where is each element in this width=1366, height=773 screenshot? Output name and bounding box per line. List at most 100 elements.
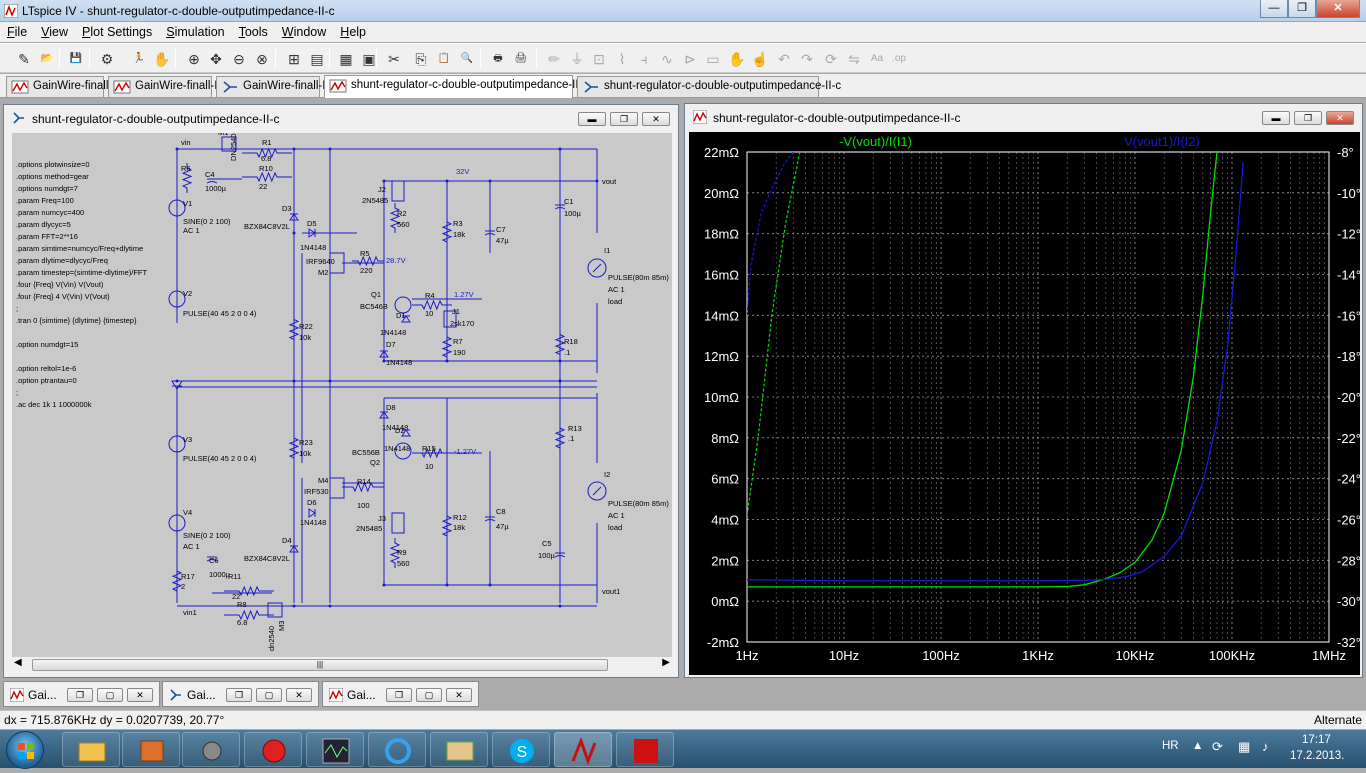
spice-directive-line[interactable]: .four {Freq} 4 V(Vin) V(Vout) [16, 292, 110, 301]
spice-directive-line[interactable]: .tran 0 {simtime} {dlytime} {timestep} [16, 316, 137, 325]
scroll-right-arrow-icon[interactable]: ▶ [662, 657, 670, 668]
minimized-window-1[interactable]: Gai...❐▢✕ [162, 681, 319, 707]
minimized-close-button[interactable]: ✕ [127, 688, 153, 702]
zoom-fit-icon[interactable]: ⊗ [256, 51, 268, 67]
minimized-close-button[interactable]: ✕ [286, 688, 312, 702]
doc-tab-3[interactable]: shunt-regulator-c-double-outputimpedance… [324, 75, 588, 98]
draw-wire-icon[interactable]: ✏ [548, 51, 560, 67]
spice-directive-line[interactable]: .option numdgt=15 [16, 340, 79, 349]
taskbar-app-3[interactable] [182, 732, 240, 767]
close-button[interactable]: ✕ [1316, 0, 1360, 18]
waveform-window[interactable]: shunt-regulator-c-double-outputimpedance… [684, 103, 1363, 678]
doc-tab-4[interactable]: shunt-regulator-c-double-outputimpedance… [577, 76, 841, 97]
spice-directive-line[interactable]: .param numcyc=400 [16, 208, 85, 217]
minimized-window-2[interactable]: Gai...❐▢✕ [322, 681, 479, 707]
clock-time[interactable]: 17:17 [1302, 734, 1331, 746]
cut-icon[interactable]: ✂ [388, 51, 400, 67]
menu-view[interactable]: View [41, 25, 69, 39]
undo-icon[interactable]: ↶ [778, 51, 790, 67]
schematic-canvas[interactable]: .options plotwinsize=0 .options method=ge… [12, 133, 672, 657]
close-all-icon[interactable]: ▣ [362, 51, 376, 67]
menu-help[interactable]: Help [340, 25, 366, 39]
capacitor-icon[interactable]: ⫞ [640, 51, 648, 67]
tray-sync-icon[interactable]: ⟳ [1212, 739, 1223, 754]
control-panel-icon[interactable]: ⚙ [100, 51, 114, 67]
spice-directive-line[interactable]: .option ptrantau=0 [16, 376, 77, 385]
minimized-maximize-button[interactable]: ▢ [416, 688, 442, 702]
waveform-minimize-button[interactable]: ▬ [1262, 111, 1290, 125]
open-icon[interactable]: 📂 [40, 53, 54, 64]
taskbar-skype[interactable]: S [492, 732, 550, 767]
spice-directive-icon[interactable]: .op [892, 53, 906, 64]
spice-directive-line[interactable]: .four {Freq} V(Vin) V(Vout) [16, 280, 104, 289]
spice-directive-line[interactable]: .param dlytime=dlycyc/Freq [16, 256, 108, 265]
ground-icon[interactable]: ⏚ [570, 51, 584, 67]
schematic-window-titlebar[interactable]: shunt-regulator-c-double-outputimpedance… [4, 105, 678, 131]
cascade-icon[interactable]: ▦ [339, 51, 353, 67]
waveform-restore-button[interactable]: ❐ [1294, 111, 1322, 125]
drag-icon[interactable]: ☝ [751, 51, 769, 67]
schematic-horizontal-scrollbar[interactable]: ◀ ||| ▶ [12, 657, 672, 673]
paste-icon[interactable]: 📋 [437, 53, 451, 64]
print-icon[interactable]: 🖨 [514, 53, 528, 64]
menu-tools[interactable]: Tools [238, 25, 268, 39]
tray-volume-icon[interactable]: ♪ [1262, 739, 1269, 754]
label-icon[interactable]: ⊡ [593, 51, 605, 67]
spice-directive-line[interactable]: ; [16, 388, 19, 397]
minimize-button[interactable]: — [1260, 0, 1288, 18]
minimized-restore-button[interactable]: ❐ [226, 688, 252, 702]
minimized-restore-button[interactable]: ❐ [386, 688, 412, 702]
maximize-button[interactable]: ❐ [1288, 0, 1316, 18]
spice-directive-line[interactable]: .options numdgt=7 [16, 184, 78, 193]
minimized-maximize-button[interactable]: ▢ [97, 688, 123, 702]
diode-icon[interactable]: ⊳ [684, 51, 696, 67]
run-icon[interactable]: 🏃 [132, 53, 146, 64]
zoom-in-icon[interactable]: ⊕ [188, 51, 200, 67]
doc-tab-1[interactable]: GainWire-finall-I [108, 76, 217, 97]
zoom-out-icon[interactable]: ⊖ [233, 51, 245, 67]
halt-icon[interactable]: ✋ [153, 51, 171, 67]
minimized-close-button[interactable]: ✕ [446, 688, 472, 702]
scroll-left-arrow-icon[interactable]: ◀ [14, 657, 22, 668]
spice-directive-line[interactable]: .options plotwinsize=0 [16, 160, 90, 169]
component-icon[interactable]: ▭ [706, 51, 720, 67]
save-icon[interactable]: 💾 [69, 53, 83, 64]
spice-directive-line[interactable]: .options method=gear [16, 172, 89, 181]
spice-directive-line[interactable]: .param simtime=numcyc/Freq+dlytime [16, 244, 144, 253]
autorange-icon[interactable]: ⊞ [288, 51, 300, 67]
doc-tab-0[interactable]: GainWire-finall [6, 76, 108, 97]
language-indicator[interactable]: HR [1162, 740, 1179, 752]
move-icon[interactable]: ✋ [728, 51, 746, 67]
print-setup-icon[interactable]: 🖶 [493, 53, 503, 64]
minimized-maximize-button[interactable]: ▢ [256, 688, 282, 702]
find-icon[interactable]: 🔍 [460, 53, 474, 64]
copy-icon[interactable]: ⎘ [415, 51, 427, 67]
new-schematic-icon[interactable]: ✎ [18, 51, 30, 67]
schematic-minimize-button[interactable]: ▬ [578, 112, 606, 126]
waveform-window-titlebar[interactable]: shunt-regulator-c-double-outputimpedance… [685, 104, 1362, 130]
taskbar-explorer[interactable] [62, 732, 120, 767]
spice-directive-line[interactable]: .ac dec 1k 1 1000000k [16, 400, 92, 409]
spice-directive-line[interactable]: .param Freq=100 [16, 196, 74, 205]
taskbar-ie[interactable] [368, 732, 426, 767]
taskbar-ltspice[interactable] [554, 732, 612, 767]
taskbar-oscilloscope[interactable] [306, 732, 364, 767]
scrollbar-thumb[interactable]: ||| [32, 659, 608, 671]
minimized-window-0[interactable]: Gai...❐▢✕ [3, 681, 160, 707]
doc-tab-2[interactable]: GainWire-finall-I [216, 76, 325, 97]
schematic-restore-button[interactable]: ❐ [610, 112, 638, 126]
menu-file[interactable]: File [7, 25, 28, 39]
text-icon[interactable]: Aa [870, 53, 884, 64]
pan-icon[interactable]: ✥ [210, 51, 222, 67]
waveform-close-button[interactable]: ✕ [1326, 111, 1354, 125]
menu-window[interactable]: Window [281, 25, 327, 39]
spice-directive-line[interactable]: .param dlycyc=5 [16, 220, 71, 229]
mirror-icon[interactable]: ⇋ [848, 51, 860, 67]
spice-directive-line[interactable]: .param FFT=2**16 [16, 232, 78, 241]
start-button[interactable] [6, 731, 44, 769]
menu-simulation[interactable]: Simulation [166, 25, 225, 39]
inductor-icon[interactable]: ∿ [661, 51, 673, 67]
taskbar-acrobat[interactable] [616, 732, 674, 767]
spice-directive-line[interactable]: .param timestep=(simtime-dlytime)/FFT [16, 268, 148, 277]
rotate-icon[interactable]: ⟳ [825, 51, 837, 67]
